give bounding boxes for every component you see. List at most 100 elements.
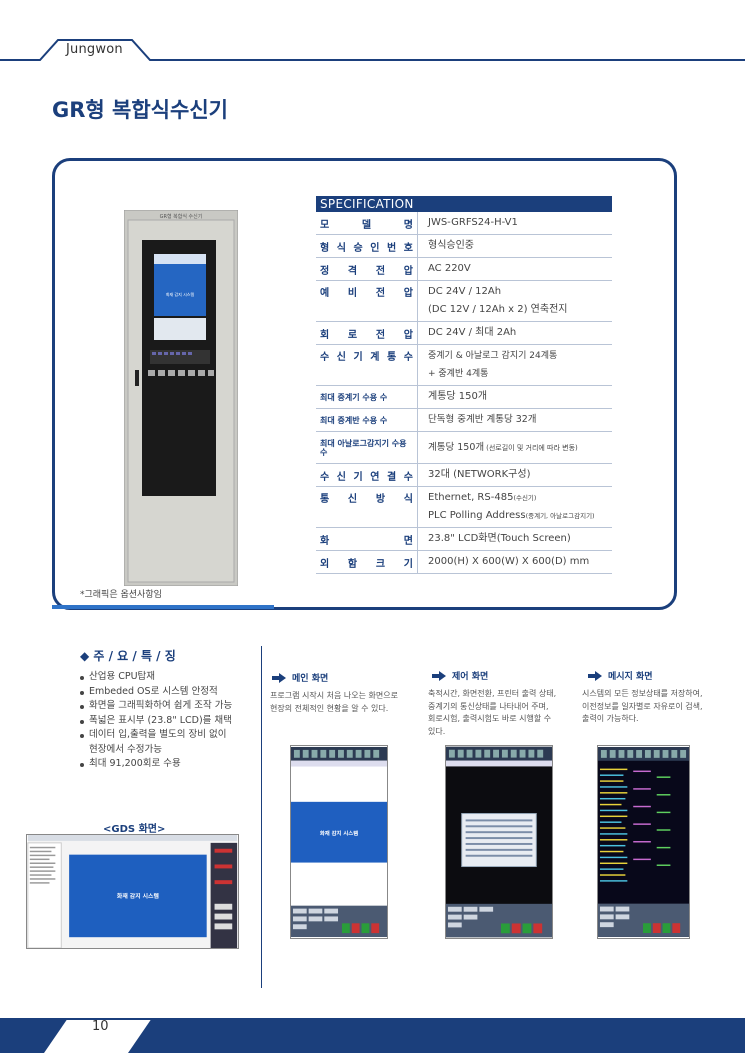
spec-value: 형식승인중 — [428, 240, 474, 251]
feature-item: 최대 91,200회로 수용 — [80, 757, 258, 772]
control-screen-screenshot — [445, 745, 553, 939]
cabinet-label: GR형 복합식 수신기 — [160, 213, 203, 220]
gds-screenshot: 화재 감지 시스템 — [26, 834, 239, 949]
graphics-option-note: *그래픽은 옵션사항임 — [80, 590, 162, 600]
cabinet-screen-text: 화재 감지 시스템 — [166, 291, 195, 297]
message-screen-desc: 시스템의 모든 정보상태를 저장하여, 이전정보를 일자별로 자유로이 검색, … — [582, 688, 732, 726]
control-screen-heading: 제어 화면 — [432, 669, 488, 682]
arrow-right-icon — [588, 670, 602, 681]
spec-value: 중계기 & 아날로그 감지기 24계통 + 중계반 4계통 — [418, 345, 612, 385]
spec-row-max-analog: 최대 아날로그감지기 수용 수 계통당 150개 (선로길이 및 거리에 따라 … — [316, 432, 612, 464]
spec-value-note: (선로길이 및 거리에 따라 변동) — [486, 443, 578, 452]
gds-screen-text: 화재 감지 시스템 — [117, 892, 159, 900]
spec-value: 23.8" LCD화면(Touch Screen) — [428, 533, 571, 544]
feature-item: 현장에서 수정가능 — [89, 743, 162, 755]
features-heading: ◆ 주 / 요 / 특 / 징 — [80, 649, 176, 663]
spec-value: AC 220V — [428, 263, 471, 274]
spec-value: JWS-GRFS24-H-V1 — [428, 217, 518, 228]
spec-value-line: Ethernet, RS-485(수신기) — [428, 489, 602, 507]
message-screen-screenshot — [597, 745, 690, 939]
gds-caption: <GDS 화면> — [103, 824, 166, 835]
product-panel — [52, 158, 677, 610]
desc-line: 있다. — [428, 726, 446, 736]
spec-key: 최대 중계기 수용 수 — [316, 386, 418, 408]
spec-value-line: + 중계반 4계통 — [428, 369, 489, 379]
receiver-cabinet-image: GR형 복합식 수신기 화재 감지 시스템 — [124, 210, 238, 586]
main-screen-screenshot: 화재 감지 시스템 — [290, 745, 388, 939]
arrow-right-icon — [432, 670, 446, 681]
panel-accent-bar — [52, 605, 274, 609]
arrow-right-icon — [272, 672, 286, 683]
spec-value-note: (중계기, 아날로그감지기) — [525, 512, 595, 520]
screen-title: 메인 화면 — [292, 674, 329, 684]
desc-line: 프로그램 시작시 처음 나오는 화면으로 — [270, 691, 398, 700]
header-tab-decoration — [0, 39, 745, 61]
message-screen-heading: 메시지 화면 — [588, 669, 653, 682]
screen-title: 제어 화면 — [452, 672, 489, 682]
main-screen-text: 화재 감지 시스템 — [320, 829, 358, 837]
spec-value: 32대 (NETWORK구성) — [428, 469, 531, 480]
spec-row-max-repeater: 최대 중계기 수용 수 계통당 150개 — [316, 386, 612, 409]
desc-line: 출력이 가능하다. — [582, 714, 639, 723]
desc-line: 현장의 전체적인 현황을 알 수 있다. — [270, 703, 389, 713]
spec-value-note: (수신기) — [513, 494, 537, 502]
feature-item: 폭넓은 표시부 (23.8" LCD)를 채택 — [80, 714, 258, 729]
spec-value: 계통당 150개 — [428, 391, 488, 402]
spec-value-line: (DC 12V / 12Ah x 2) 연축전지 — [428, 304, 568, 315]
feature-item: 데이터 입,출력을 별도의 장비 없이 — [80, 728, 258, 743]
spec-key: 최대 아날로그감지기 수용 수 — [316, 432, 418, 463]
spec-value: Ethernet, RS-485(수신기) PLC Polling Addres… — [418, 487, 612, 527]
feature-item: 화면을 그래픽화하여 쉽게 조작 가능 — [80, 699, 258, 714]
main-screen-heading: 메인 화면 — [272, 671, 328, 684]
main-screen-desc: 프로그램 시작시 처음 나오는 화면으로 현장의 전체적인 현황을 알 수 있다… — [270, 690, 420, 715]
spec-value-text: PLC Polling Address — [428, 510, 526, 521]
desc-line: 회로시험, 출력시험도 바로 시행할 수 — [428, 714, 552, 723]
spec-value-line: 계통당 150개 — [428, 441, 485, 453]
brand-name: Jungwon — [66, 42, 123, 57]
spec-value-line: 중계기 & 아날로그 감지기 24계통 — [428, 351, 558, 361]
spec-value-line: PLC Polling Address(중계기, 아날로그감지기) — [428, 507, 602, 525]
spec-value-line: DC 24V / 12Ah — [428, 286, 502, 297]
spec-value: 2000(H) X 600(W) X 600(D) mm — [428, 556, 590, 567]
spec-heading: SPECIFICATION — [316, 196, 612, 212]
footer-band — [0, 1018, 745, 1053]
spec-value: DC 24V / 12Ah (DC 12V / 12Ah x 2) 연축전지 — [418, 281, 612, 321]
spec-value: DC 24V / 최대 2Ah — [428, 327, 517, 338]
desc-line: 축적시간, 화면전환, 프린터 출력 상태, — [428, 689, 557, 698]
spec-key: 최대 중계반 수용 수 — [316, 409, 418, 431]
spec-row-max-panel: 최대 중계반 수용 수 단독형 중계반 계통당 32개 — [316, 409, 612, 432]
page-title: GR형 복합식수신기 — [52, 98, 228, 122]
screen-title: 메시지 화면 — [608, 672, 653, 682]
desc-line: 중계기의 통신상태를 나타내어 주며, — [428, 701, 549, 711]
control-screen-desc: 축적시간, 화면전환, 프린터 출력 상태, 중계기의 통신상태를 나타내어 주… — [428, 688, 576, 738]
column-divider — [261, 646, 262, 988]
desc-line: 시스템의 모든 정보상태를 저장하여, — [582, 689, 703, 698]
features-list: 산업용 CPU탑재 Embeded OS로 시스템 안정적 화면을 그래픽화하여… — [80, 670, 258, 772]
spec-value-text: Ethernet, RS-485 — [428, 492, 514, 503]
feature-item: 산업용 CPU탑재 — [80, 670, 258, 685]
feature-item: Embeded OS로 시스템 안정적 — [80, 685, 258, 700]
spec-value: 단독형 중계반 계통당 32개 — [428, 414, 537, 425]
spec-value: 계통당 150개 (선로길이 및 거리에 따라 변동) — [418, 432, 612, 463]
page-number: 10 — [92, 1019, 109, 1034]
